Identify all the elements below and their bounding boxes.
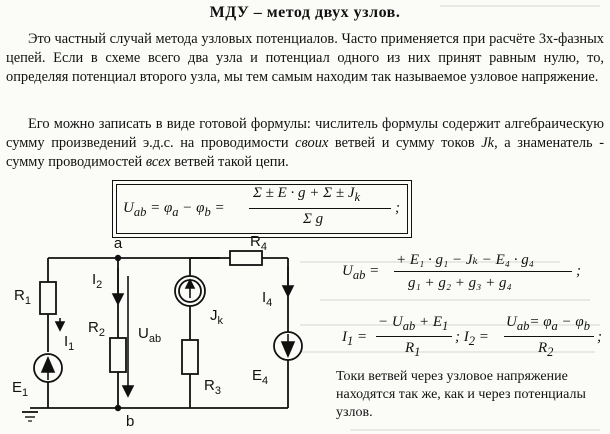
desc-text-2: ветвей и сумму токов: [328, 135, 482, 151]
label-e4: E4: [252, 367, 268, 387]
intro-text: Это частный случай метода узловых потенц…: [6, 31, 604, 85]
i2-formula-fraction-bar: [504, 336, 594, 337]
general-formula-fraction-bar: [249, 208, 391, 209]
formula-description-paragraph: Его можно записать в виде готовой формул…: [6, 115, 604, 172]
i2-formula-numerator: Uab= φa − φb: [506, 314, 590, 333]
desc-emph-own: своих: [295, 135, 329, 151]
i2-formula-denominator: R2: [538, 340, 554, 359]
label-node-a: a: [114, 235, 123, 252]
uab-arrow: [121, 385, 135, 398]
general-formula-numerator: Σ ± E · g + Σ ± Jk: [253, 185, 361, 204]
desc-emph-all: всех: [145, 154, 171, 170]
label-r1: R1: [14, 287, 31, 307]
node-b-dot: [114, 404, 122, 412]
currents-caption: Токи ветвей через узловое напряжение нах…: [336, 369, 586, 420]
resistor-r1: [39, 281, 57, 315]
general-formula-lhs: Uab = φa − φb =: [123, 200, 225, 219]
uab-formula-numerator: + E₁ · g₁ − Jₖ − E₄ · g₄: [396, 252, 534, 268]
label-r2: R2: [88, 319, 105, 339]
desc-jk: Jk: [481, 135, 495, 151]
resistor-r3: [181, 339, 199, 375]
i2-formula-semicolon: ;: [597, 329, 602, 345]
i2-arrow: [111, 293, 125, 306]
label-i1: I1: [64, 333, 74, 353]
resistor-r2: [109, 337, 127, 373]
node-a-dot: [114, 254, 122, 262]
i1-formula-numerator: − Uab + E1: [378, 314, 449, 333]
uab-formula-denominator: g₁ + g₂ + g₃ + g₄: [408, 275, 512, 291]
general-formula-box: Uab = φa − φb = Σ ± E · g + Σ ± Jk Σ g ;: [112, 180, 412, 238]
label-uab: Uab: [138, 325, 161, 345]
label-e1: E1: [12, 379, 28, 399]
label-jk: Jk: [210, 307, 224, 327]
general-formula-inner-frame: [116, 184, 408, 234]
i1-formula-lhs: I1 =: [342, 329, 368, 348]
page-title: МДУ – метод двух узлов.: [209, 4, 401, 21]
label-i4: I4: [262, 289, 272, 309]
i1-formula-denominator: R1: [405, 340, 421, 359]
intro-paragraph: Это частный случай метода узловых потенц…: [6, 30, 604, 87]
uab-formula-fraction-bar: [394, 271, 572, 272]
i4-arrow: [281, 285, 295, 298]
label-node-b: b: [126, 413, 134, 430]
label-r4: R4: [250, 233, 267, 253]
general-formula-denominator: Σ g: [303, 211, 324, 227]
desc-text-4: ветвей такой цепи.: [170, 154, 289, 170]
jk-arrow: [184, 278, 196, 289]
i1-formula-fraction-bar: [376, 336, 452, 337]
resistor-r4: [229, 250, 263, 266]
desc-text-3: , а знаменатель - сумму проводимостей: [6, 135, 604, 170]
label-i2: I2: [92, 271, 102, 291]
i2-formula-lhs: ; I2 =: [455, 329, 489, 348]
label-r3: R3: [204, 377, 221, 397]
general-formula-semicolon: ;: [395, 200, 400, 216]
desc-text-1: Его можно записать в виде готовой формул…: [6, 116, 604, 151]
uab-formula-semicolon: ;: [576, 263, 581, 279]
uab-formula-lhs: Uab =: [342, 263, 380, 282]
